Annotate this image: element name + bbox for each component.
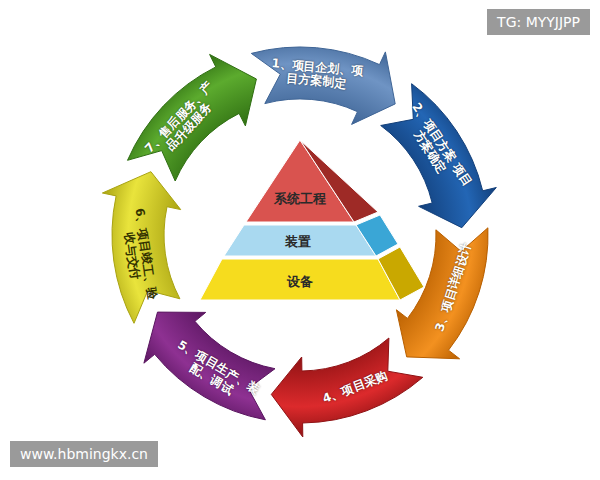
pyramid-layer: 装置 xyxy=(253,234,343,249)
cycle-arrow xyxy=(102,172,180,324)
pyramid-layer: 设备 xyxy=(240,274,360,289)
layer-text: 系统工程 xyxy=(260,191,340,206)
cycle-arrow xyxy=(251,47,395,124)
cycle-arrow xyxy=(144,312,275,420)
cycle-arrow xyxy=(271,338,423,437)
pyramid-layer: 系统工程 xyxy=(260,191,340,206)
layer-text: 设备 xyxy=(240,274,360,289)
cycle-arrow xyxy=(128,54,257,181)
watermark: www.hbmingkx.cn xyxy=(10,441,158,467)
cycle-arrow xyxy=(381,84,497,228)
pyramid-illustration xyxy=(200,140,424,300)
watermark: TG: MYYJJPP xyxy=(487,9,590,35)
layer-text: 装置 xyxy=(253,234,343,249)
